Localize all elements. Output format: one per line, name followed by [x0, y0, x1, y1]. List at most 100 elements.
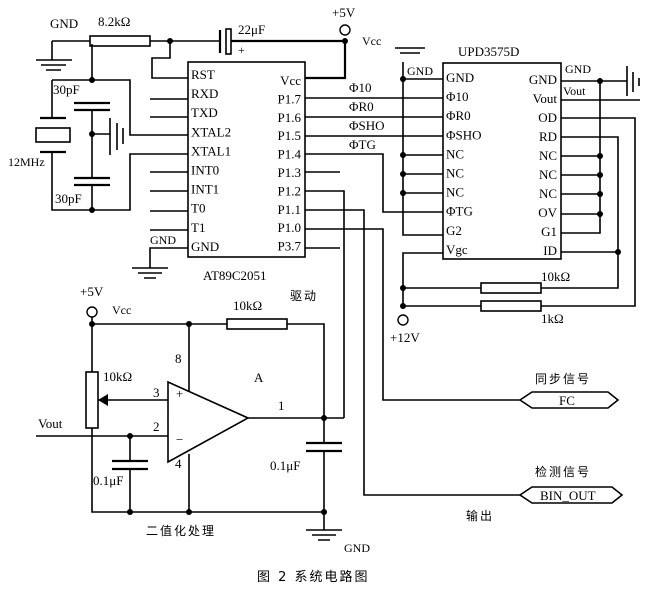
- pin-8: 8: [175, 351, 182, 366]
- mcu-right-pin: P1.7: [278, 91, 302, 106]
- crystal-label: 12MHz: [8, 155, 45, 169]
- ccd-right-pin: Vout: [533, 91, 558, 106]
- comparator-opamp: [167, 380, 250, 464]
- ground-icon: [132, 267, 168, 279]
- ccd-gnd-left-label: GND: [407, 64, 433, 78]
- port-bin-out[interactable]: 检测信号 BIN_OUT 输出: [466, 464, 624, 523]
- ccd-right-pin: NC: [539, 186, 557, 201]
- c-xtal-top-label: 30pF: [53, 82, 80, 97]
- ccd-left-pin: G2: [446, 223, 462, 238]
- port-fc[interactable]: 同步信号 FC: [518, 372, 620, 409]
- ccd-name: UPD3575D: [458, 44, 519, 59]
- r-od-label: 1kΩ: [541, 311, 564, 326]
- ccd-gnd-right-label: GND: [565, 62, 591, 76]
- ccd-left-pin: ΦTG: [446, 204, 473, 219]
- resistor-1k-od: [480, 300, 542, 312]
- r-id-label: 10kΩ: [541, 269, 570, 284]
- vcc-label: Vcc: [362, 34, 381, 48]
- r-pullup-label: 10kΩ: [233, 298, 262, 313]
- ccd-right-pin: NC: [539, 167, 557, 182]
- port-bin-shape: [518, 486, 624, 504]
- ccd-right-pin: NC: [539, 148, 557, 163]
- mcu-name: AT89C2051: [203, 268, 267, 283]
- resistor-10k-pullup: [226, 318, 288, 330]
- c-xtal-bottom-label: 30pF: [55, 191, 82, 206]
- plus-sign: +: [176, 386, 183, 401]
- mcu-left-pin: INT1: [191, 182, 219, 197]
- mcu-left-pin: T1: [191, 220, 205, 235]
- mcu-right-pin: P1.3: [278, 165, 301, 180]
- ccd-right-pin: GND: [529, 72, 557, 87]
- mcu-right-pin: Vcc: [280, 73, 301, 88]
- ccd-left-pin: ΦR0: [446, 108, 471, 123]
- ccd-left-pin: Vgc: [446, 242, 468, 257]
- signal-phiTG: ΦTG: [349, 137, 376, 152]
- mcu-left-pin: RST: [191, 67, 215, 82]
- clock-signal-wires: Φ10 ΦR0 ΦSHO ΦTG: [305, 80, 520, 496]
- ccd-left-pin: ΦSHO: [446, 127, 482, 142]
- signal-phiR0: ΦR0: [349, 99, 374, 114]
- mcu-right-pin: P1.5: [278, 128, 301, 143]
- potentiometer: [85, 371, 99, 429]
- ccd-vout-label: Vout: [563, 84, 586, 98]
- reset-network: GND 8.2kΩ 22μF + +5V Vcc: [36, 5, 381, 80]
- ccd-supply-label: +12V: [390, 330, 420, 345]
- mcu-right-pin: P1.0: [278, 220, 301, 235]
- plus12v-terminal-icon: [397, 314, 409, 326]
- mcu-right-pin: P3.7: [278, 239, 302, 254]
- mcu-left-pin: XTAL2: [191, 124, 231, 139]
- comp-input-label: Vout: [38, 416, 63, 431]
- pin-1: 1: [278, 398, 285, 413]
- ccd-left-pin: GND: [446, 70, 474, 85]
- minus-sign: −: [176, 432, 183, 447]
- crystal-icon: [35, 127, 71, 143]
- c-out-label: 0.1μF: [270, 458, 300, 473]
- r-reset-label: 8.2kΩ: [98, 14, 130, 29]
- pin-4: 4: [175, 456, 182, 471]
- mcu-left-pin: GND: [191, 239, 219, 254]
- mcu-left-pin: TXD: [191, 105, 218, 120]
- ccd-left-pin: NC: [446, 185, 464, 200]
- resistor-10k-id: [480, 282, 542, 294]
- comparator-stage: +5V Vcc 10kΩ 驱动 10kΩ + − 8 3 2 4 1 A Vou…: [36, 284, 370, 555]
- vcc-voltage-label: +5V: [332, 5, 356, 20]
- capacitor-0.1uF-out: [306, 441, 342, 453]
- opamp-label: A: [254, 370, 264, 385]
- wiper-arrow-icon: [98, 394, 108, 406]
- mcu-at89c2051: AT89C2051 RST RXD TXD XTAL2XTAL1INT0INT1T0T…: [132, 61, 306, 283]
- process-label: 二值化处理: [146, 523, 216, 538]
- figure-caption: 图 2 系统电路图: [257, 569, 370, 585]
- mcu-left-pin: INT0: [191, 163, 219, 178]
- c-in-label: 0.1μF: [93, 473, 123, 488]
- ccd-right-pin: ID: [543, 243, 557, 258]
- mcu-left-pin: RXD: [191, 86, 218, 101]
- ccd-right-pin: G1: [541, 224, 557, 239]
- pin-3: 3: [153, 385, 160, 400]
- ccd-right-pin: RD: [539, 129, 557, 144]
- ground-icon: [306, 529, 342, 541]
- fc-title: 同步信号: [535, 372, 591, 386]
- signal-phiSHO: ΦSHO: [349, 118, 385, 133]
- mcu-left-pin: XTAL1: [191, 143, 231, 158]
- capacitor-30pF-top: [74, 101, 110, 112]
- mcu-left-pin: T0: [191, 201, 205, 216]
- bin-title: 检测信号: [535, 464, 591, 479]
- mcu-right-pin: P1.4: [278, 147, 302, 162]
- drive-label: 驱动: [290, 289, 318, 303]
- comp-vcc-voltage: +5V: [80, 284, 104, 299]
- resistor-8k2: [89, 35, 151, 47]
- ground-icon: [36, 59, 72, 71]
- mcu-right-pin: P1.2: [278, 183, 301, 198]
- capacitor-30pF-bottom: [74, 176, 110, 187]
- port-fc-shape: [518, 391, 620, 409]
- c-reset-plus: +: [238, 43, 245, 57]
- bin-sub: 输出: [466, 508, 494, 523]
- bin-name: BIN_OUT: [540, 488, 596, 503]
- ground-icon: [626, 66, 640, 96]
- ccd-left-pin: NC: [446, 146, 464, 161]
- crystal-network: 12MHz 30pF 30pF: [8, 44, 188, 213]
- vcc-terminal-icon: [86, 306, 98, 318]
